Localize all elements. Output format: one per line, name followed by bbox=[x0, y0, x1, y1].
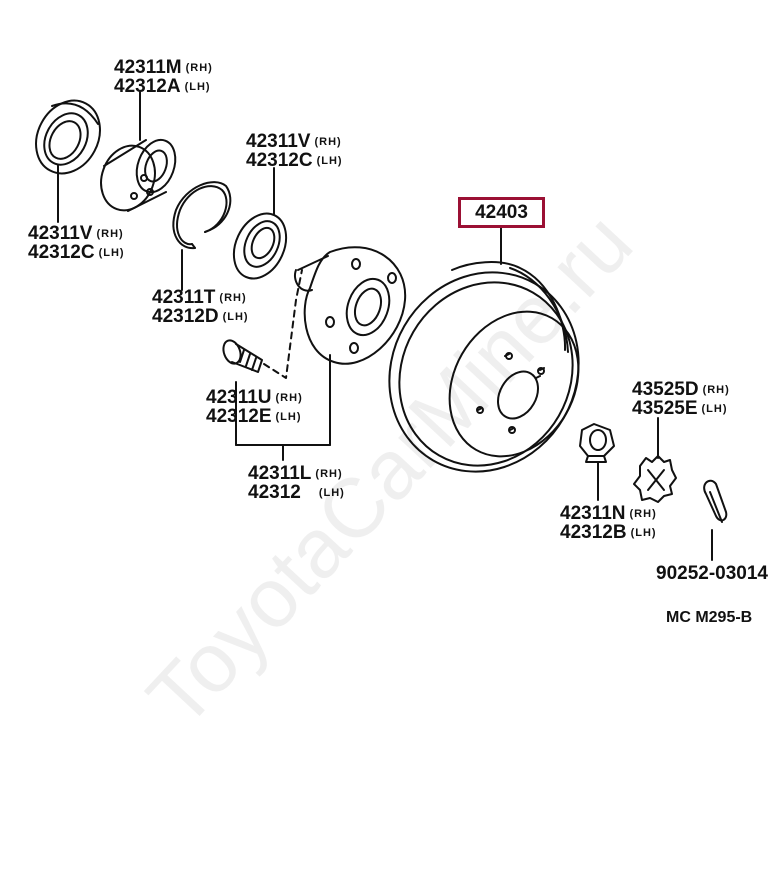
label-nut-lock-lh: 43525E(LH) bbox=[632, 398, 728, 419]
label-bearing-rh: 42311M(RH) bbox=[114, 57, 213, 78]
hub-bolt bbox=[222, 339, 263, 373]
brake-drum bbox=[388, 261, 580, 473]
diagram-code: MC M295-B bbox=[666, 609, 753, 626]
bolt-alignment-dashes bbox=[263, 269, 303, 379]
label-seal-outer-lh: 42312C(LH) bbox=[28, 242, 125, 263]
label-seal-outer-rh: 42311V(RH) bbox=[28, 223, 124, 244]
inner-oil-seal bbox=[232, 212, 288, 280]
label-snap-ring-rh: 42311T(RH) bbox=[152, 287, 247, 308]
label-cotter-pin: 90252-03014 bbox=[656, 563, 768, 584]
label-hub-bolt-rh: 42311U(RH) bbox=[206, 387, 303, 408]
label-hub-nut-lh: 42312B(LH) bbox=[560, 522, 657, 543]
snap-ring bbox=[172, 181, 232, 250]
hub-nut bbox=[579, 423, 615, 463]
cotter-pin bbox=[703, 479, 728, 523]
label-hub-bolt-lh: 42312E(LH) bbox=[206, 406, 302, 427]
highlighted-part-number[interactable]: 42403 bbox=[458, 197, 545, 228]
label-snap-ring-lh: 42312D(LH) bbox=[152, 306, 249, 327]
nut-lock-cap bbox=[633, 455, 677, 503]
label-hub-nut-rh: 42311N(RH) bbox=[560, 503, 657, 524]
label-nut-lock-rh: 43525D(RH) bbox=[632, 379, 730, 400]
label-hub-lh: 42312(LH) bbox=[248, 482, 345, 503]
label-seal-inner-rh: 42311V(RH) bbox=[246, 131, 342, 152]
outer-oil-seal bbox=[35, 99, 101, 175]
label-hub-rh: 42311L(RH) bbox=[248, 463, 343, 484]
axle-hub bbox=[294, 246, 407, 365]
label-bearing-lh: 42312A(LH) bbox=[114, 76, 211, 97]
hub-bearing bbox=[100, 138, 177, 212]
label-seal-inner-lh: 42312C(LH) bbox=[246, 150, 343, 171]
